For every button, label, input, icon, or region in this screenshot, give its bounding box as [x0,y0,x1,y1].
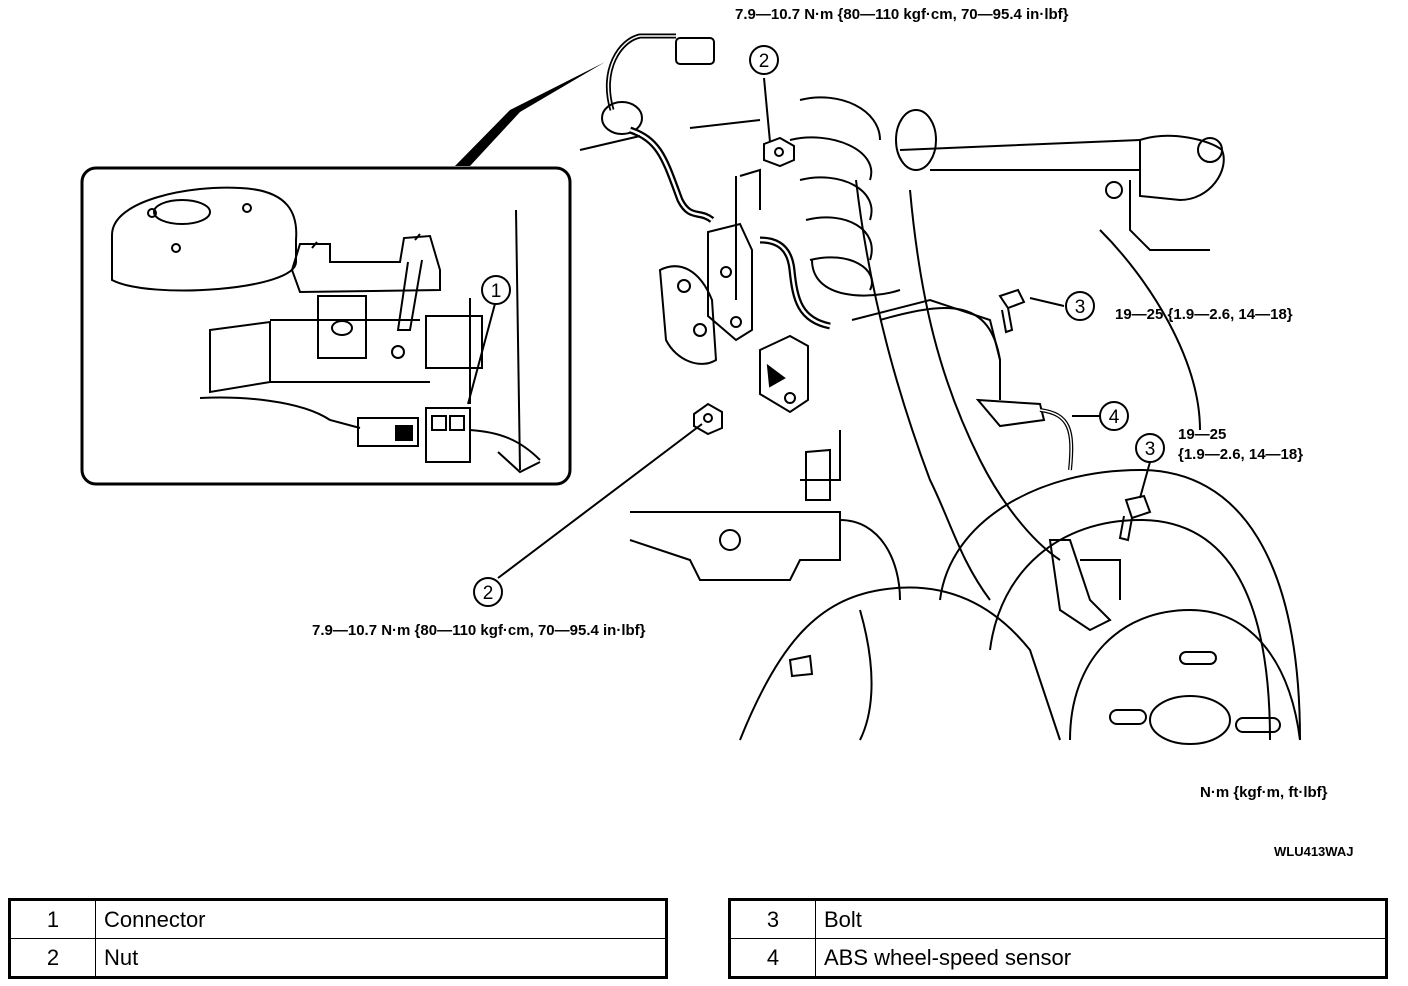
callout-2-top-circle [749,45,779,75]
harness-bracket [707,222,753,342]
inset-detail [80,62,605,486]
legend-row: 1 Connector [9,899,667,939]
callout-3-lower: 3 [1145,439,1156,460]
callout-2-bottom: 2 [483,583,494,604]
torque-label-bolt-upper: 19—25 {1.9—2.6, 14—18} [1115,306,1293,323]
main-assembly [467,33,1301,745]
brake-rotor [939,468,1301,741]
legend-row: 4 ABS wheel-speed sensor [729,938,1387,978]
inset-strut-mount [111,186,298,292]
inset-connector [357,417,419,447]
legend-num: 1 [9,899,96,939]
callout-3-lower-circle [1135,433,1165,463]
legend-name: Bolt [815,899,1387,939]
callout-4-circle [1099,401,1129,431]
stabilizer-bar [899,139,1141,171]
torque-label-nut-bottom: 7.9—10.7 N·m {80—110 kgf·cm, 70—95.4 in·… [312,622,646,639]
steering-knuckle [855,179,1061,601]
legend-name: ABS wheel-speed sensor [815,938,1387,978]
callout-4: 4 [1109,407,1120,428]
legend-table-right: 3 Bolt 4 ABS wheel-speed sensor [728,898,1388,979]
callout-1-circle [481,275,511,305]
leader-2-bottom [497,423,703,579]
callout-3-upper-circle [1065,291,1095,321]
legend-name: Connector [95,899,667,939]
torque-label-nut-top: 7.9—10.7 N·m {80—110 kgf·cm, 70—95.4 in·… [735,6,1069,23]
leader-1 [467,299,497,405]
legend-name: Nut [95,938,667,978]
callout-1: 1 [491,281,502,302]
callout-3-upper: 3 [1075,297,1086,318]
callout-2-bottom-circle [473,577,503,607]
nut-lower [693,402,723,436]
inset-pointer [455,62,605,166]
sensor-harness-top [605,33,676,111]
callout-numbers: 2 2 3 3 4 1 [483,51,1156,604]
legend-table-left: 1 Connector 2 Nut [8,898,668,979]
leader-3-lower [1139,461,1151,499]
inset-frame [80,166,572,486]
leader-2-top [763,77,771,143]
legend-num: 2 [9,938,96,978]
strut-spring [789,96,881,291]
torque-label-bolt-lower-line2: {1.9—2.6, 14—18} [1178,446,1304,463]
legend-row: 2 Nut [9,938,667,978]
units-label: N·m {kgf·m, ft·lbf} [1200,784,1328,801]
callout-circles [473,45,1165,607]
inset-harness [199,396,361,429]
figure-code: WLU413WAJ [1274,844,1354,859]
bolt-upper [998,288,1026,334]
abs-sensor [975,398,1046,428]
leader-3-upper [1029,297,1065,307]
legend-num: 3 [729,899,816,939]
legend-num: 4 [729,938,816,978]
callout-2-top: 2 [759,51,770,72]
legend-row: 3 Bolt [729,899,1387,939]
inset-bracket [290,234,441,294]
torque-label-bolt-lower-line1: 19—25 [1178,426,1227,443]
nut-top [763,136,795,168]
bolt-lower [1118,494,1152,542]
abs-sensor-diagram: 2 2 3 3 4 1 [80,33,1301,745]
